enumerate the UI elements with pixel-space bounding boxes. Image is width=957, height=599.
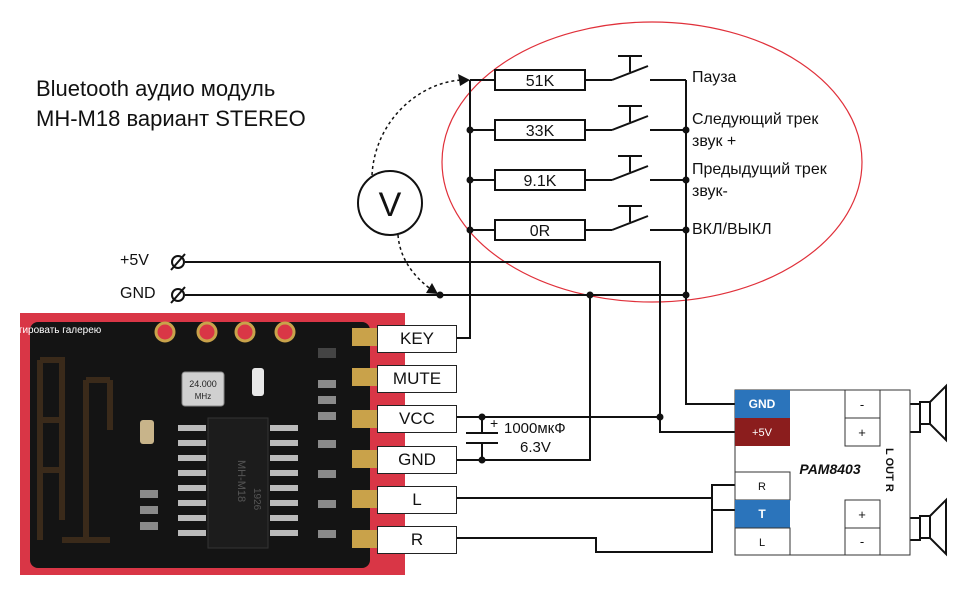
- capacitor-plus: +: [490, 415, 498, 431]
- probe-arrow-top: [458, 74, 470, 86]
- led: [252, 368, 264, 396]
- ic-label-2: 1926: [251, 488, 262, 511]
- amp-5v-pad: [735, 418, 790, 446]
- smd-components: [140, 380, 336, 538]
- title-line-2: MH-M18 вариант STEREO: [36, 106, 306, 131]
- probe-line-bottom: [397, 234, 433, 291]
- resistor-0r: 0R: [530, 223, 550, 240]
- label-next-2: звук +: [692, 133, 737, 150]
- pin-gnd: GND: [377, 446, 457, 474]
- button-group-ellipse: [441, 21, 863, 303]
- pin-key: KEY: [377, 325, 457, 353]
- amp-out-label: L OUT R: [883, 448, 895, 492]
- amp-gnd-label: GND: [749, 397, 776, 411]
- pad: [274, 321, 296, 343]
- amp-t-pad: [735, 500, 790, 528]
- ic-label-1: MH-M18: [235, 460, 247, 502]
- pin-r: R: [377, 526, 457, 554]
- crystal-label-1: 24.000: [189, 379, 217, 389]
- resistor-9k1: 9.1K: [524, 173, 557, 190]
- terminal-symbols: [170, 253, 186, 304]
- resistor-51k: 51K: [526, 73, 555, 90]
- pad: [234, 321, 256, 343]
- amp-l-pad: [734, 527, 791, 556]
- capacitor-value: 1000мкФ: [504, 420, 566, 437]
- label-prev-2: звук-: [692, 183, 728, 200]
- supply-5v-label: +5V: [120, 252, 149, 269]
- amp-t-label: T: [758, 507, 766, 521]
- probe-arrow-bottom: [426, 283, 438, 294]
- supply-gnd-label: GND: [120, 285, 156, 302]
- capacitor: [466, 432, 498, 444]
- amp-r-pad: [734, 471, 791, 501]
- amp-top-minus: -: [860, 397, 864, 412]
- speaker-bottom-icon: [919, 497, 947, 557]
- pin-l: L: [377, 486, 457, 514]
- probe-line-top: [371, 79, 463, 176]
- ic-chip: [207, 417, 269, 549]
- title-line-1: Bluetooth аудио модуль: [36, 76, 276, 101]
- pad: [154, 321, 176, 343]
- label-power: ВКЛ/ВЫКЛ: [692, 221, 772, 238]
- wires: [185, 79, 921, 553]
- ic-pins: [178, 425, 298, 536]
- label-next-1: Следующий трек: [692, 111, 819, 128]
- amp-r-label: R: [758, 481, 766, 493]
- label-pause: Пауза: [692, 69, 737, 86]
- resistor-33k: 33K: [526, 123, 555, 140]
- voltmeter-symbol: [357, 170, 423, 236]
- speaker-top-icon: [919, 383, 947, 443]
- amp-top-plus: +: [858, 425, 866, 440]
- capacitor-voltage: 6.3V: [520, 439, 551, 456]
- gallery-edit-link[interactable]: дактировать галерею: [2, 325, 102, 336]
- push-buttons: [611, 55, 649, 231]
- amplifier-board: [734, 389, 911, 556]
- pin-vcc: VCC: [377, 405, 457, 433]
- voltmeter-label: V: [379, 186, 402, 224]
- crystal: [181, 371, 225, 407]
- pad: [196, 321, 218, 343]
- pin-mute: MUTE: [377, 365, 457, 393]
- resistors: [494, 69, 586, 241]
- crystal-label-2: MHz: [195, 392, 211, 401]
- amp-gnd-pad: [735, 390, 790, 418]
- label-prev-1: Предыдущий трек: [692, 161, 827, 178]
- amp-l-label: L: [759, 537, 765, 549]
- amp-bot-minus: -: [860, 534, 864, 549]
- amp-bot-plus: +: [858, 507, 866, 522]
- antenna-trace: [37, 357, 113, 543]
- junctions: [436, 126, 690, 464]
- amp-5v-label: +5V: [752, 427, 773, 439]
- amp-name: PAM8403: [799, 461, 860, 477]
- bluetooth-module-board: 24.000 MHz MH-M18 1926: [20, 313, 405, 575]
